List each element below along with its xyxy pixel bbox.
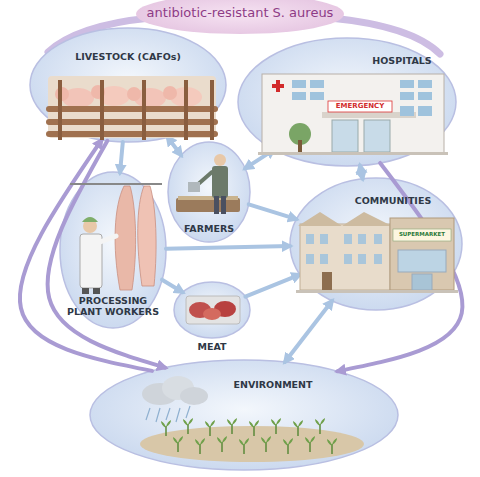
connector-arrow [245, 150, 274, 169]
blob-outline [238, 38, 456, 166]
node-label: MEAT [172, 342, 252, 353]
node-label: ENVIRONMENT [198, 380, 348, 391]
node-label: LIVESTOCK (CAFOs) [48, 52, 208, 63]
node-blob: FARMERS [166, 140, 252, 244]
blob-outline [290, 178, 462, 310]
connector-arrow [360, 166, 363, 179]
node-label: FARMERS [166, 224, 252, 235]
blob-outline [28, 26, 228, 144]
connector-arrow [337, 163, 462, 371]
connector-arrow [285, 301, 332, 362]
node-blob: MEAT [172, 280, 252, 340]
node-label: HOSPITALS [352, 56, 452, 67]
connector-arrow [120, 142, 123, 173]
diagram-title: antibiotic-resistant S. aureus [0, 5, 480, 20]
connector-arrow [48, 141, 166, 368]
node-blob: ENVIRONMENT [88, 358, 400, 472]
blob-outline [60, 172, 166, 328]
connector-arrow [20, 140, 152, 371]
node-blob: PROCESSING PLANT WORKERS [58, 170, 168, 330]
node-label: PROCESSING PLANT WORKERS [63, 296, 163, 318]
connector-arrow [162, 280, 183, 293]
node-label: COMMUNITIES [328, 196, 458, 207]
blob-outline [88, 358, 400, 472]
node-blob: COMMUNITIES [288, 176, 464, 312]
sign-text: EMERGENCY [328, 102, 392, 111]
blob-outline [172, 280, 252, 340]
sign-text: SUPERMARKET [393, 231, 451, 239]
node-blob: LIVESTOCK (CAFOs) [28, 26, 228, 144]
blob-outline [90, 360, 398, 470]
connector-arrow [245, 275, 299, 297]
connector-arrow [166, 246, 290, 249]
blob-outline [174, 282, 250, 338]
connector-arrow [167, 137, 181, 155]
blob-outline [30, 28, 226, 142]
connector-arrow [249, 204, 297, 219]
